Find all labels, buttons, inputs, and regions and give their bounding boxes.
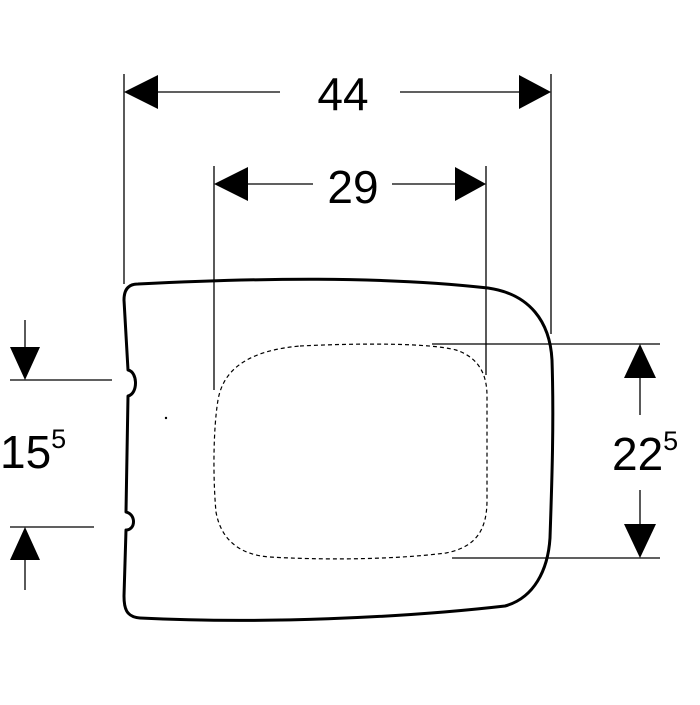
dimension-lines: [24, 91, 641, 590]
seat-outline: [122, 277, 555, 622]
dim-value-depth-main: 22: [612, 428, 663, 480]
seat-mark-dot: [164, 416, 168, 420]
arrow-inner-right: [455, 167, 486, 201]
dim-label-outer-width: 44: [317, 68, 368, 120]
seat-opening-dashed: [213, 343, 488, 560]
arrow-depth-top: [624, 344, 656, 378]
arrow-depth-bottom: [624, 524, 656, 558]
arrow-outer-left: [124, 75, 158, 109]
arrow-outer-right: [519, 75, 551, 109]
arrow-hinge-bottom: [10, 527, 40, 560]
dim-value-hinge-sup: 5: [51, 424, 66, 454]
dim-label-inner-depth: 225: [612, 426, 678, 480]
extension-lines: [10, 74, 660, 559]
dim-value-depth-sup: 5: [663, 426, 678, 456]
arrowheads: [10, 75, 656, 560]
dim-value-hinge-main: 15: [0, 426, 51, 478]
arrow-hinge-top: [10, 347, 40, 380]
dim-label-inner-width: 29: [327, 161, 378, 213]
arrow-inner-left: [214, 167, 248, 201]
dim-label-hinge-spacing: 155: [0, 424, 66, 478]
